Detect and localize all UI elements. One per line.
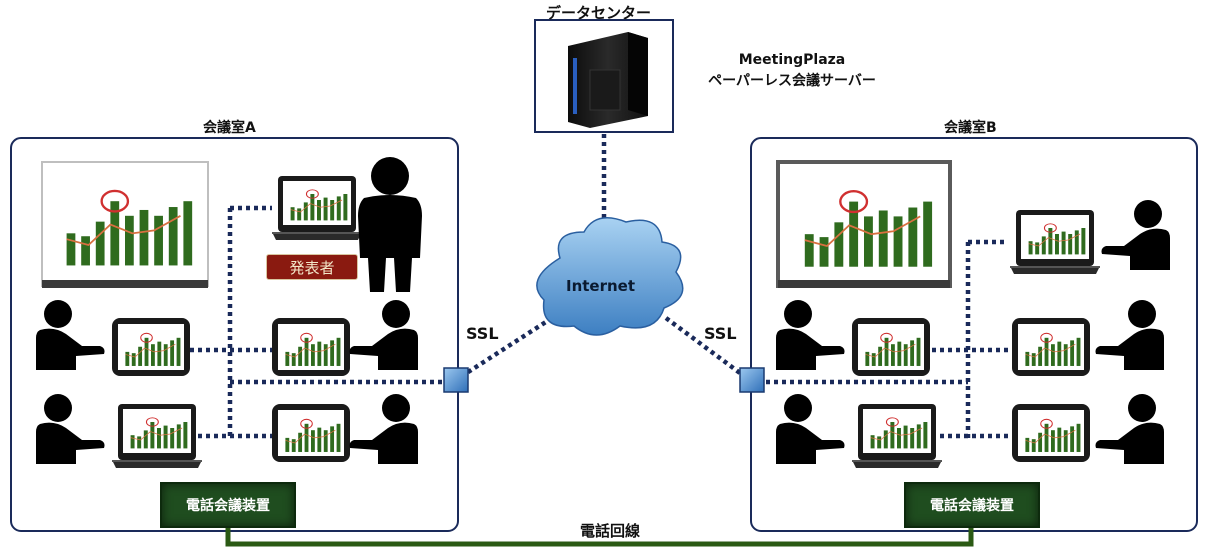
presenter-person-icon xyxy=(358,157,422,292)
participant-a2-icon xyxy=(350,300,419,370)
room-a-title: 会議室A xyxy=(203,120,256,136)
participant-a1-icon xyxy=(36,300,105,370)
participant-b0-icon xyxy=(1102,200,1171,270)
network-node-left xyxy=(443,367,469,393)
room-b-border xyxy=(750,137,1198,532)
tablet-b1 xyxy=(852,318,930,376)
tablet-a1 xyxy=(112,318,190,376)
network-links xyxy=(190,134,1012,440)
ssl-label-left: SSL xyxy=(466,324,499,343)
participant-b3-icon xyxy=(776,394,845,464)
large-display-a xyxy=(41,161,209,288)
phone-device-b: 電話会議装置 xyxy=(904,482,1040,528)
tablet-a4 xyxy=(272,404,350,462)
internet-label: Internet xyxy=(566,277,636,295)
network-node-right xyxy=(739,367,765,393)
laptop-b0 xyxy=(1010,210,1100,274)
tablet-b2 xyxy=(1012,318,1090,376)
ssl-label-right: SSL xyxy=(704,324,737,343)
participant-b2-icon xyxy=(1096,300,1165,370)
large-display-b xyxy=(776,160,952,288)
server-icon xyxy=(568,32,648,128)
laptop-b3 xyxy=(852,404,942,468)
phone-device-a: 電話会議装置 xyxy=(160,482,296,528)
phone-line-label: 電話回線 xyxy=(580,522,641,540)
presenter-laptop xyxy=(272,176,362,240)
internet-cloud-icon xyxy=(536,217,684,336)
participant-a4-icon xyxy=(350,394,419,464)
room-b-title: 会議室B xyxy=(944,120,997,136)
datacenter-title: データセンター xyxy=(546,4,652,22)
participant-b4-icon xyxy=(1096,394,1165,464)
laptop-a3 xyxy=(112,404,202,468)
participant-b1-icon xyxy=(776,300,845,370)
presenter-badge: 発表者 xyxy=(266,254,358,280)
tablet-b4 xyxy=(1012,404,1090,462)
tablet-a2 xyxy=(272,318,350,376)
room-a-border xyxy=(10,137,459,532)
server-label-name: MeetingPlaza xyxy=(738,52,846,68)
server-label-desc: ペーパーレス会議サーバー xyxy=(708,73,876,89)
participant-a3-icon xyxy=(36,394,105,464)
phone-line xyxy=(225,526,974,547)
